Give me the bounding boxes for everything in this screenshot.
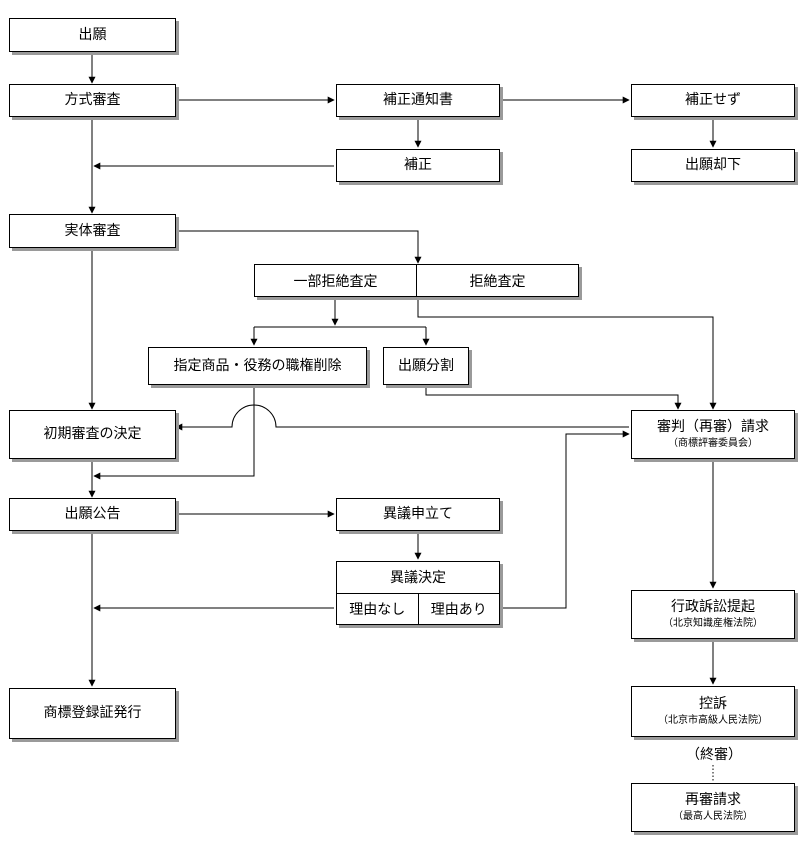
- node-designated-delete-label: 指定商品・役務の職権削除: [173, 357, 342, 374]
- node-application-label: 出願: [78, 26, 107, 43]
- node-registration-label: 商標登録証発行: [43, 705, 142, 722]
- node-substantive-exam-label: 実体審査: [64, 222, 121, 239]
- node-opposition-decision-label: 異議決定: [337, 562, 499, 594]
- node-designated-delete: 指定商品・役務の職権削除: [148, 347, 367, 385]
- node-admin-suit: 行政訴訟提起 （北京知識産権法院）: [631, 590, 795, 639]
- node-admin-suit-label: 行政訴訟提起: [671, 599, 755, 616]
- node-review-request: 審判（再審）請求 （商標評審委員会）: [631, 410, 795, 459]
- node-opposition-decision: 異議決定 理由なし 理由あり: [336, 561, 500, 625]
- node-app-split-label: 出願分割: [398, 357, 454, 374]
- node-review-request-sub: （商標評審委員会）: [668, 438, 758, 450]
- node-amend-notice-label: 補正通知書: [383, 92, 453, 109]
- node-application: 出願: [9, 18, 176, 52]
- node-has-reason-label: 理由あり: [417, 593, 500, 624]
- node-review-request-label: 審判（再審）請求: [657, 419, 769, 436]
- node-no-reason-label: 理由なし: [349, 601, 406, 618]
- node-app-rejected: 出願却下: [631, 149, 795, 182]
- node-amend-label: 補正: [404, 157, 432, 174]
- node-publication-label: 出願公告: [64, 506, 121, 523]
- node-app-split: 出願分割: [383, 347, 469, 385]
- node-registration: 商標登録証発行: [9, 688, 176, 739]
- node-no-amend-label: 補正せず: [685, 92, 741, 109]
- arrow-substantive-to-reject: [176, 230, 422, 264]
- arrow-delete-to-main: [93, 385, 255, 480]
- node-opposition: 異議申立て: [336, 498, 500, 531]
- node-retrial-sub: （最高人民法院）: [673, 811, 753, 823]
- node-amend: 補正: [336, 149, 500, 182]
- node-formal-exam-label: 方式審査: [64, 92, 121, 109]
- node-admin-suit-sub: （北京知識産権法院）: [663, 618, 763, 630]
- arrow-reject-to-review: [417, 297, 717, 410]
- node-app-rejected-label: 出願却下: [685, 157, 741, 174]
- node-reject-label: 拒絶査定: [416, 265, 578, 296]
- node-appeal-label: 控訴: [699, 696, 727, 713]
- arrow-hasreason-to-review: [500, 430, 630, 609]
- node-initial-decision-label: 初期審査の決定: [43, 426, 142, 443]
- node-no-amend: 補正せず: [631, 84, 795, 117]
- node-formal-exam: 方式審査: [9, 84, 176, 117]
- node-rejection-decision: 一部拒絶査定 拒絶査定: [254, 264, 579, 297]
- final-instance-note: （終審）: [686, 747, 742, 763]
- arrow-review-to-initial: [175, 404, 629, 431]
- node-retrial: 再審請求 （最高人民法院）: [631, 783, 795, 832]
- node-retrial-label: 再審請求: [685, 792, 741, 809]
- arrow-split-to-review: [425, 385, 682, 410]
- node-appeal: 控訴 （北京市高級人民法院）: [631, 686, 795, 737]
- node-appeal-sub: （北京市高級人民法院）: [658, 715, 768, 727]
- node-publication: 出願公告: [9, 498, 176, 531]
- node-opposition-label: 異議申立て: [383, 506, 453, 523]
- node-partial-reject-label: 一部拒絶査定: [293, 273, 378, 290]
- node-substantive-exam: 実体審査: [9, 214, 176, 248]
- node-initial-decision: 初期審査の決定: [9, 410, 176, 459]
- node-amend-notice: 補正通知書: [336, 84, 500, 117]
